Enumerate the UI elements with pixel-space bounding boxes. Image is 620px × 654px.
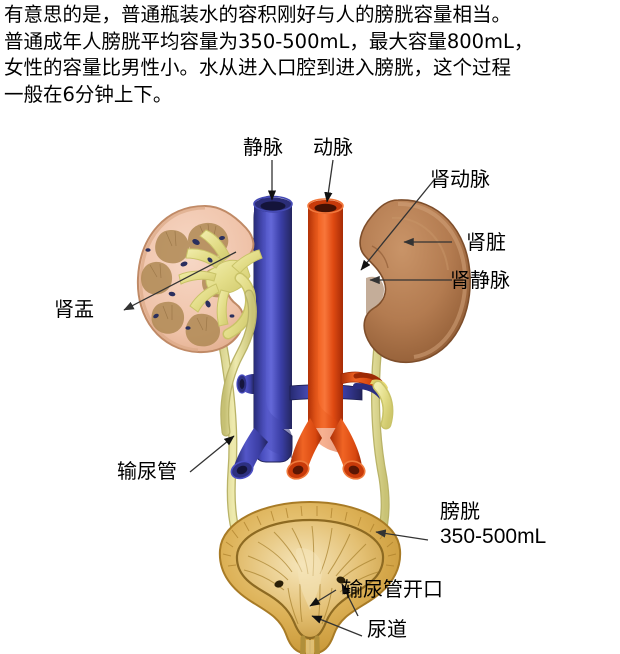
label-renal-pelvis: 肾盂 <box>54 297 94 321</box>
kidney-left-sectioned-graphic <box>136 204 263 437</box>
label-urethra: 尿道 <box>367 617 407 641</box>
label-kidney: 肾脏 <box>466 230 506 254</box>
urinary-system-diagram: 静脉 动脉 肾动脉 肾脏 肾静脉 肾盂 输尿管 膀胱 350-500mL 输尿管… <box>0 118 620 654</box>
leader-bladder <box>375 529 429 541</box>
intro-paragraph: 有意思的是，普通瓶装水的容积刚好与人的膀胱容量相当。 普通成年人膀胱平均容量为3… <box>0 0 620 108</box>
label-vein: 静脉 <box>243 135 283 159</box>
label-bladder-volume: 350-500mL <box>440 525 547 548</box>
label-renal-artery: 肾动脉 <box>430 167 490 191</box>
paragraph-line-2: 普通成年人膀胱平均容量为350-500mL，最大容量800mL， <box>4 29 534 53</box>
leader-urethra <box>311 615 363 637</box>
paragraph-line-3: 女性的容量比男性小。水从进入口腔到进入膀胱，这个过程 <box>4 56 512 79</box>
paragraph-line-1: 有意思的是，普通瓶装水的容积刚好与人的膀胱容量相当。 <box>4 3 512 26</box>
kidney-right-whole-graphic <box>353 199 471 430</box>
label-ureter: 输尿管 <box>117 459 177 483</box>
label-bladder: 膀胱 <box>440 499 480 523</box>
label-ureteral-orifice: 输尿管开口 <box>343 577 443 601</box>
label-artery: 动脉 <box>313 135 353 159</box>
leader-ureteral-orifice <box>341 583 359 617</box>
leader-renal-artery <box>360 179 435 271</box>
label-renal-vein: 肾静脉 <box>450 268 510 292</box>
inferior-vena-cava-graphic <box>230 195 363 480</box>
leader-renal-pelvis <box>123 251 237 311</box>
leader-ureter <box>189 435 235 473</box>
leader-artery <box>324 159 334 203</box>
bladder-graphic <box>218 500 402 654</box>
paragraph-line-4: 一般在6分钟上下。 <box>4 82 173 106</box>
